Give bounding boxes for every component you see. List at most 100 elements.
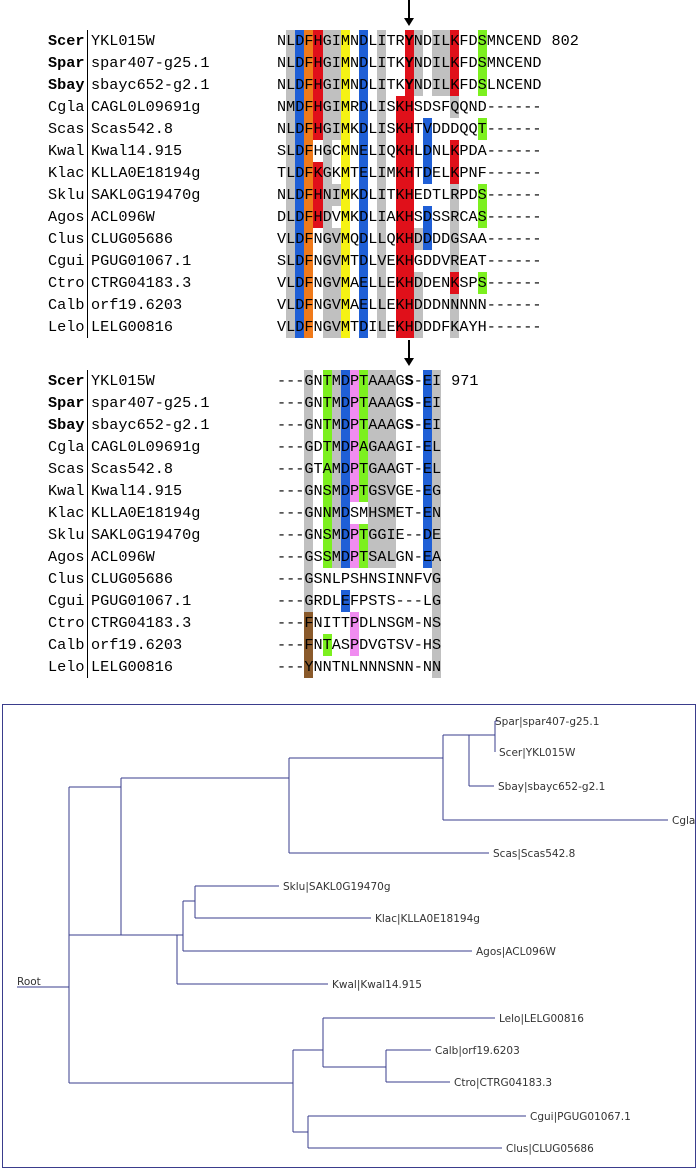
residue: A — [377, 458, 387, 480]
residue: D — [340, 502, 350, 524]
gene-id: spar407-g25.1 — [91, 394, 210, 412]
gene-id: Scas542.8 — [91, 120, 174, 138]
residue: G — [450, 228, 460, 250]
residue: D — [422, 54, 433, 72]
residue: K — [395, 184, 405, 206]
residue: D — [432, 318, 442, 336]
residue: E — [514, 76, 524, 94]
residue: I — [377, 74, 387, 96]
residue: D — [359, 250, 369, 272]
residue: E — [422, 392, 433, 414]
separator-bar — [87, 634, 88, 656]
residue: N — [313, 230, 323, 248]
residue: S — [477, 30, 487, 52]
residue: S — [313, 570, 323, 588]
residue: N — [377, 614, 387, 632]
residue: L — [441, 30, 451, 52]
residue: N — [277, 54, 287, 72]
species-code: Agos — [48, 208, 85, 226]
residue: - — [295, 394, 305, 412]
residue: T — [277, 164, 287, 182]
residue: - — [295, 416, 305, 434]
residue: S — [477, 74, 487, 96]
residue: - — [495, 230, 505, 248]
tree-leaf-label: Cgui|PGUG01067.1 — [530, 1111, 631, 1123]
residue: G — [304, 568, 314, 590]
residue: S — [395, 636, 405, 654]
residue: M — [331, 436, 341, 458]
residue: - — [523, 296, 533, 314]
residue: D — [277, 208, 287, 226]
residue: - — [495, 120, 505, 138]
position-number: 971 — [451, 372, 479, 390]
separator-bar — [87, 546, 88, 568]
residue: - — [413, 658, 423, 676]
residue: D — [295, 140, 305, 162]
residue: L — [422, 592, 433, 610]
residue: N — [495, 54, 505, 72]
residue: E — [386, 252, 396, 270]
residue: D — [340, 524, 350, 546]
residue: G — [432, 590, 442, 612]
residue: - — [277, 504, 287, 522]
residue: - — [286, 460, 296, 478]
gene-id: CLUG05686 — [91, 570, 174, 588]
species-code: Cgui — [48, 592, 85, 610]
separator-bar — [87, 74, 88, 96]
residue: G — [322, 162, 332, 184]
residue: A — [477, 142, 487, 160]
residue: - — [514, 296, 524, 314]
residue: G — [322, 250, 332, 272]
residue: H — [404, 96, 414, 118]
residue: D — [422, 186, 433, 204]
separator-bar — [87, 590, 88, 612]
residue: L — [286, 228, 296, 250]
residue: N — [413, 52, 423, 74]
residue: A — [468, 230, 478, 248]
residue: A — [386, 458, 396, 480]
residue: T — [404, 460, 414, 478]
residue: K — [395, 206, 405, 228]
residue: - — [486, 318, 496, 336]
residue: D — [359, 74, 369, 96]
residue: M — [340, 30, 350, 52]
residue: T — [322, 414, 332, 436]
residue: D — [413, 228, 423, 250]
residue: - — [523, 120, 533, 138]
residue: T — [386, 54, 396, 72]
residue: N — [313, 416, 323, 434]
residue: I — [377, 52, 387, 74]
tree-leaf-label: Calb|orf19.6203 — [435, 1045, 520, 1057]
residue: N — [395, 570, 405, 588]
gene-id: YKL015W — [91, 32, 155, 50]
tree-leaf-label: Lelo|LELG00816 — [499, 1013, 584, 1025]
residue: S — [413, 208, 423, 226]
residue: V — [422, 118, 433, 140]
residue: N — [349, 76, 360, 94]
residue: Y — [404, 30, 414, 52]
residue: - — [523, 274, 533, 292]
residue: - — [286, 548, 296, 566]
species-code: Scas — [48, 120, 85, 138]
residue: D — [359, 96, 369, 118]
residue: D — [295, 294, 305, 316]
residue: L — [386, 546, 396, 568]
residue: G — [304, 590, 314, 612]
residue: D — [359, 206, 369, 228]
residue: S — [377, 570, 387, 588]
residue: S — [432, 612, 442, 634]
residue: E — [359, 272, 369, 294]
residue: - — [505, 142, 515, 160]
residue: T — [477, 252, 487, 270]
residue: - — [286, 614, 296, 632]
species-code: Calb — [48, 296, 85, 314]
gene-id: CAGL0L09691g — [91, 438, 201, 456]
residue: N — [313, 636, 323, 654]
residue: K — [450, 74, 460, 96]
residue: - — [295, 548, 305, 566]
residue: G — [432, 480, 442, 502]
residue: N — [495, 32, 505, 50]
residue: G — [304, 370, 314, 392]
